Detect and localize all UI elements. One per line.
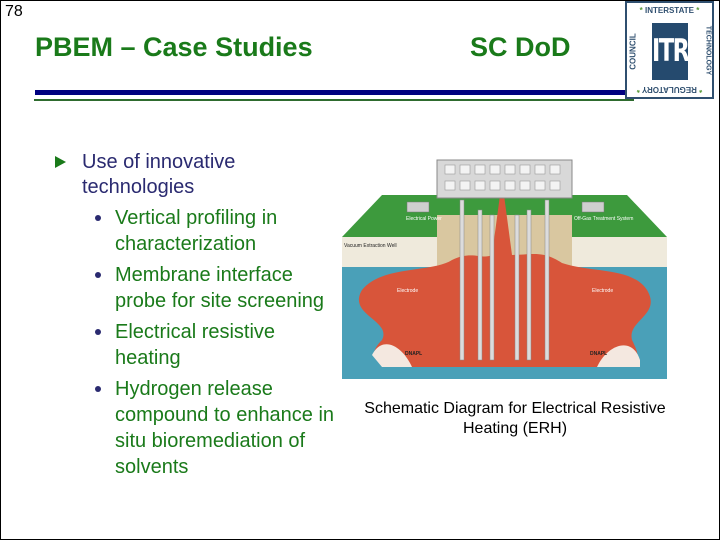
bullet-dot-icon [95,215,101,221]
logo-top-text: * INTERSTATE * [639,6,700,15]
sub-bullet: Electrical resistive heating [52,319,342,371]
label-vacuum-well: Vacuum Extraction Well [344,243,397,249]
logo-mark: ITRC [652,23,705,80]
label-dnapl-right: DNAPL [590,351,607,357]
slide-number: 78 [5,3,23,20]
logo-left-text: COUNCIL [628,33,638,70]
arrow-bullet-icon [55,156,66,168]
sub-bullet: Membrane interface probe for site screen… [52,262,342,314]
label-power: Electrical Power [406,216,442,222]
title-rule-green [34,99,634,101]
bullet-dot-icon [95,272,101,278]
bullet-dot-icon [95,386,101,392]
sub-bullet: Hydrogen release compound to enhance in … [52,376,342,480]
itrc-logo: * INTERSTATE * COUNCIL ITRC TECHNOLOGY *… [625,1,714,99]
label-electrode-right: Electrode [592,288,613,294]
bullet-dot-icon [95,329,101,335]
label-treatment: Off-Gas Treatment System [574,216,633,222]
bullet-list: Use of innovative technologies Vertical … [52,150,342,480]
logo-bottom-text: * REGULATORY * [636,85,703,94]
slide-title: PBEM – Case Studies [35,32,313,62]
diagram-caption: Schematic Diagram for Electrical Resisti… [364,400,666,437]
main-bullet: Use of innovative technologies [52,150,342,200]
title-rule-blue [35,90,635,95]
logo-right-text: TECHNOLOGY [704,25,712,76]
erh-schematic-diagram: Electrical Power Off-Gas Treatment Syste… [342,159,667,387]
sub-bullet: Vertical profiling in characterization [52,205,342,257]
slide-subtitle: SC DoD [470,32,571,62]
label-electrode-left: Electrode [397,288,418,294]
label-dnapl-left: DNAPL [405,351,422,357]
